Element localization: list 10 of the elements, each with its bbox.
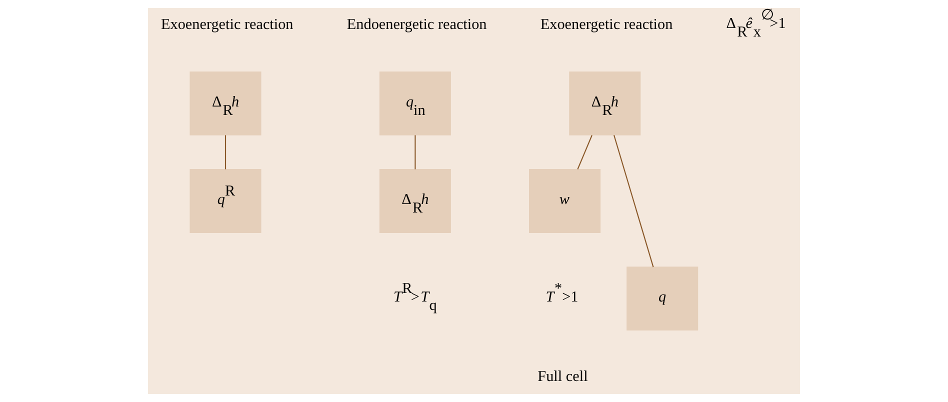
label: Exoenergetic reaction [161,16,294,33]
node-box: w [529,169,601,233]
connector [613,134,654,268]
connector [414,135,416,170]
label: Full cell [538,368,588,386]
connector [224,135,226,170]
connector [577,135,592,170]
label: Endoenergetic reaction [346,16,487,33]
label: Exoenergetic reaction [540,16,673,33]
node-box: q [626,266,698,331]
